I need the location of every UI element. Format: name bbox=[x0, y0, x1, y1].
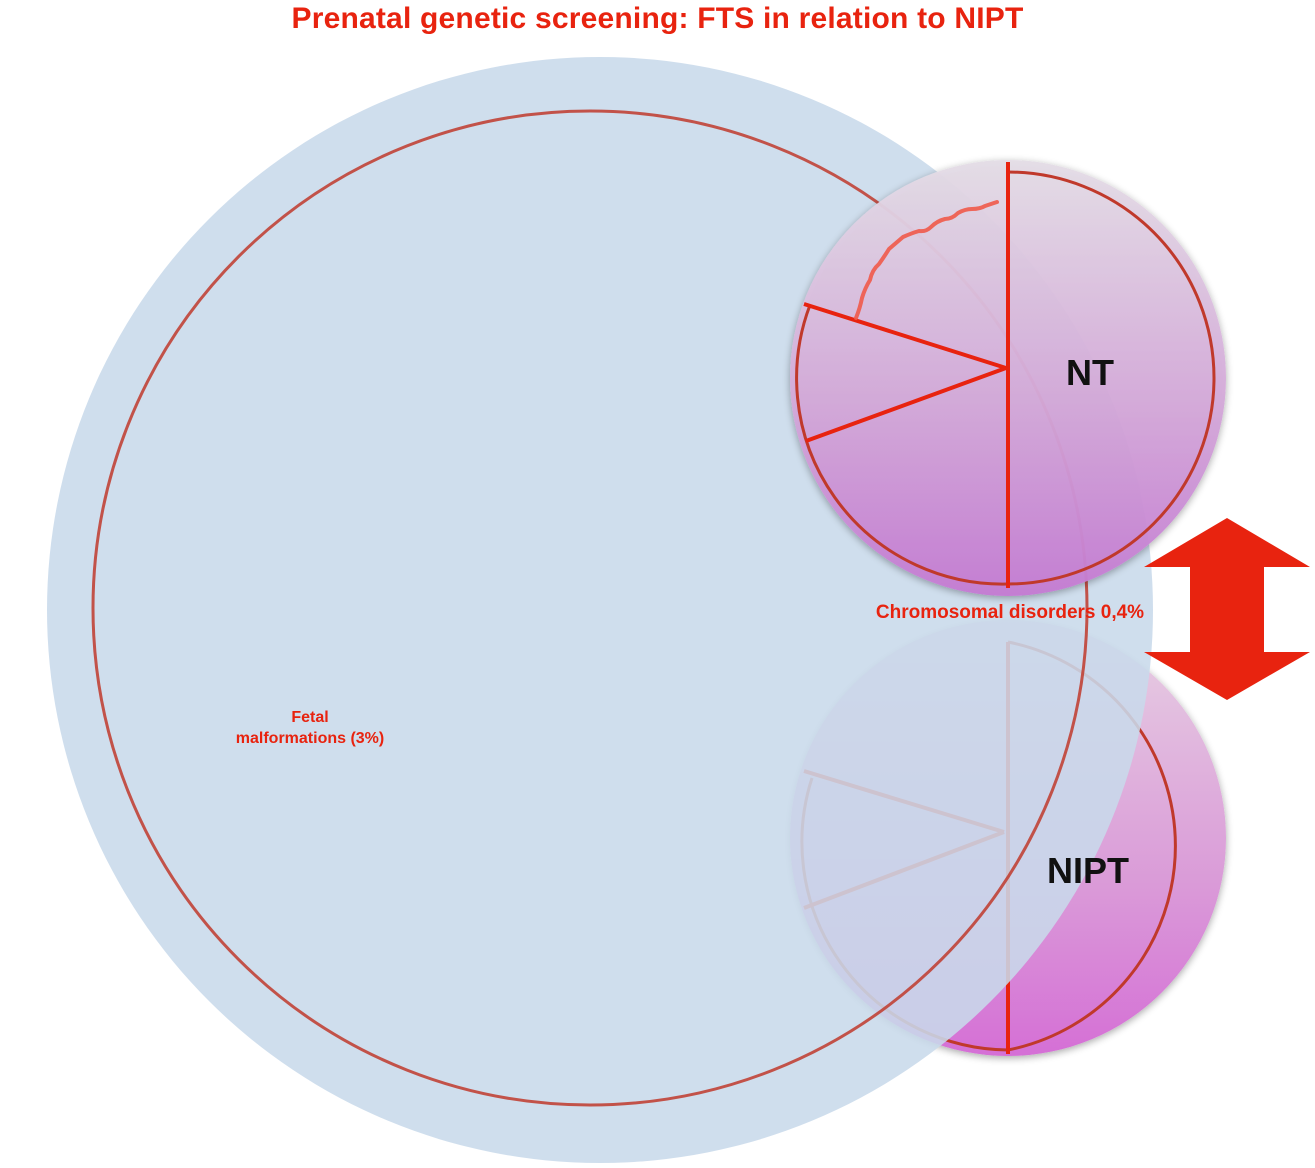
fetal-label-line1: Fetal bbox=[291, 709, 329, 726]
fetal-label-line2: malformations (3%) bbox=[235, 730, 385, 747]
double-arrow-icon bbox=[1144, 518, 1310, 700]
nt-circle bbox=[790, 160, 1226, 596]
nt-label: NT bbox=[1066, 352, 1114, 393]
fetal-malformations-label: Fetal malformations (3%) bbox=[200, 707, 420, 749]
nt-inner-arc-left bbox=[795, 304, 1009, 586]
nt-wedge-line-upper bbox=[803, 302, 1007, 370]
diagram-title: Prenatal genetic screening: FTS in relat… bbox=[291, 2, 1024, 35]
nt-wedge-line-lower bbox=[805, 366, 1007, 443]
nt-wavy-line bbox=[854, 200, 999, 320]
nt-inner-arc-right bbox=[1007, 170, 1216, 586]
nipt-label: NIPT bbox=[1046, 850, 1129, 891]
chromosomal-disorders-label: Chromosomal disorders 0,4% bbox=[875, 602, 1145, 623]
